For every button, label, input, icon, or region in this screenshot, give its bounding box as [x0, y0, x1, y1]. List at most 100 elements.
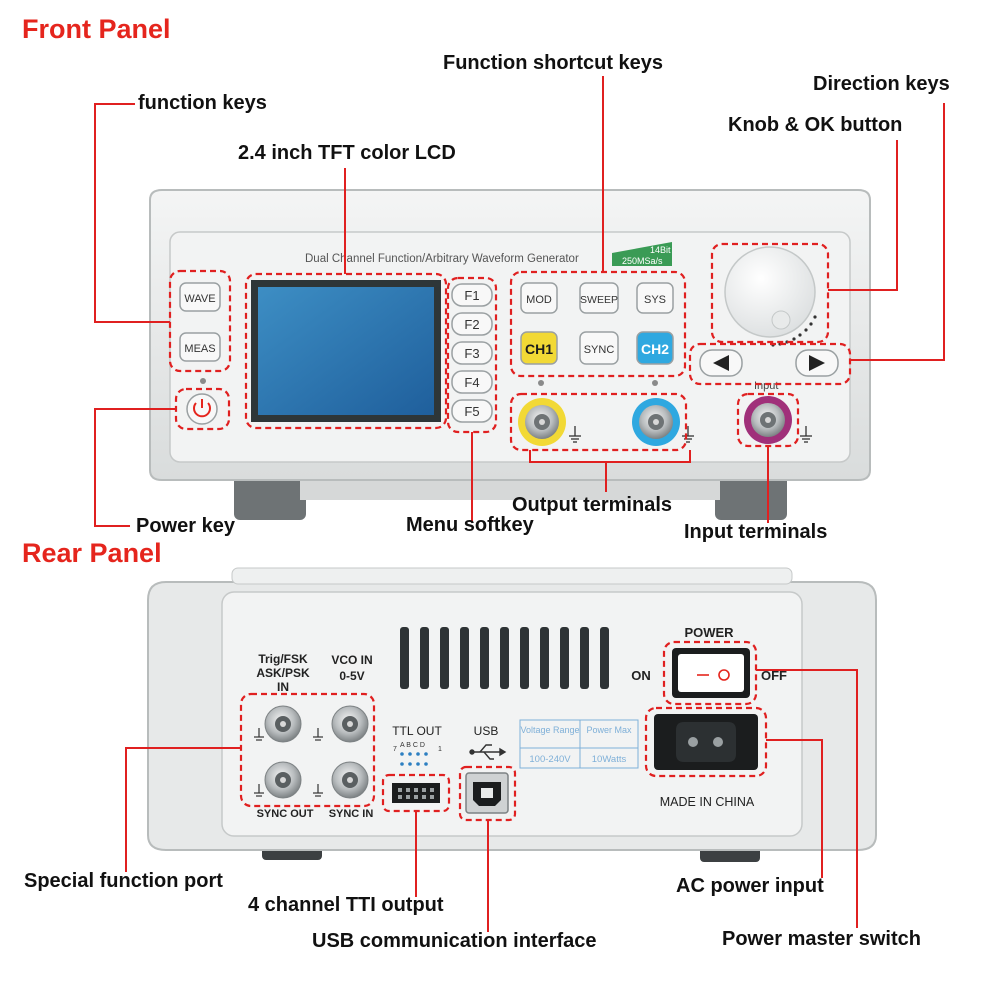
softkey-f4-button[interactable]: [451, 370, 493, 394]
ttl-output-callout: 4 channel TTI output: [248, 894, 444, 916]
meas-button[interactable]: [179, 332, 221, 362]
rear-vent-slots: [400, 627, 609, 689]
ttl-pin-dots: [400, 752, 428, 766]
softkey-f1-label: F1: [464, 288, 479, 303]
on-label: ON: [631, 668, 651, 683]
ch2-output-bnc[interactable]: [632, 398, 680, 446]
sync-in-bnc[interactable]: [331, 761, 369, 799]
ch2-led: [652, 380, 658, 386]
sweep-button[interactable]: [579, 282, 619, 314]
ch1-led: [538, 380, 544, 386]
direction-keys-callout: Direction keys: [813, 73, 950, 95]
wave-button[interactable]: [179, 282, 221, 312]
model-text: Dual Channel Function/Arbitrary Waveform…: [305, 253, 579, 265]
ttl-output-connector[interactable]: [392, 783, 440, 803]
vco-range-label: 0-5V: [339, 669, 364, 683]
ground-icon: [800, 426, 812, 443]
front-panel-heading: Front Panel: [22, 14, 171, 44]
softkey-f2-button[interactable]: [451, 312, 493, 336]
trig-fsk-bnc[interactable]: [264, 705, 302, 743]
power-button[interactable]: [186, 393, 218, 425]
power-indicator-led: [200, 378, 206, 384]
right-arrow-icon: [809, 355, 825, 371]
function-keys-callout: function keys: [138, 92, 267, 114]
ch2-button[interactable]: [636, 331, 674, 365]
ttl-pin-number-left: 7: [393, 746, 397, 753]
voltage-value: 100-240V: [529, 754, 571, 765]
lcd-screen: [258, 287, 434, 415]
wave-label: WAVE: [184, 293, 215, 305]
off-label: OFF: [761, 668, 787, 683]
ttl-pin-letters: A B C D: [400, 742, 425, 749]
voltage-range-label: Voltage Range: [520, 725, 579, 735]
made-in-label: MADE IN CHINA: [660, 795, 755, 809]
direction-keys-box: [688, 342, 852, 386]
front-leader-lines: [94, 76, 945, 527]
power-max-label: Power Max: [586, 725, 632, 735]
menu-softkey-callout: Menu softkey: [406, 514, 534, 536]
ch1-button[interactable]: [520, 331, 558, 365]
lcd-callout: 2.4 inch TFT color LCD: [238, 142, 456, 164]
badge-line1: 14Bit: [650, 245, 671, 255]
sync-button[interactable]: [579, 331, 619, 365]
knob-box: [710, 242, 830, 344]
usb-icon: [469, 744, 507, 760]
softkey-f3-label: F3: [464, 346, 479, 361]
mod-button[interactable]: [520, 282, 558, 314]
softkey-f5-label: F5: [464, 404, 479, 419]
power-value: 10Watts: [592, 754, 627, 765]
ground-icon: [569, 426, 581, 443]
usb-label: USB: [474, 724, 499, 738]
ground-icon: [254, 728, 323, 797]
trig-fsk-label: Trig/FSK: [258, 652, 308, 666]
sync-in-label: SYNC IN: [329, 808, 374, 820]
ch2-label: CH2: [641, 341, 669, 357]
sync-out-bnc[interactable]: [264, 761, 302, 799]
softkey-f4-label: F4: [464, 375, 479, 390]
vco-in-bnc[interactable]: [331, 705, 369, 743]
special-function-port-box: [239, 692, 376, 808]
front-callout-boxes: [168, 242, 852, 452]
softkey-f2-label: F2: [464, 317, 479, 332]
function-keys-box: [168, 269, 232, 373]
left-arrow-icon: [713, 355, 729, 371]
badge-line2: 250MSa/s: [622, 256, 663, 266]
special-function-port-callout: Special function port: [24, 870, 223, 892]
ac-inlet-box: [644, 706, 768, 778]
rear-device: Trig/FSK ASK/PSK IN VCO IN 0-5V SYNC OUT: [147, 567, 877, 862]
ttl-pin-number-right: 1: [438, 746, 442, 753]
sys-button[interactable]: [636, 282, 674, 314]
rear-panel-heading: Rear Panel: [22, 538, 162, 568]
sync-label: SYNC: [584, 344, 615, 356]
output-terminals-box: [509, 392, 688, 452]
softkey-f3-button[interactable]: [451, 341, 493, 365]
ch1-output-bnc[interactable]: [518, 398, 566, 446]
knob-grip: [771, 310, 791, 330]
vco-in-label: VCO IN: [331, 653, 372, 667]
ttl-out-label: TTL OUT: [392, 724, 442, 738]
power-max-text: Power Max: [586, 725, 632, 735]
rotary-knob[interactable]: [724, 246, 816, 338]
knob-ok-callout: Knob & OK button: [728, 114, 903, 136]
ask-psk-label: ASK/PSK: [256, 666, 310, 680]
sweep-label: SWEEP: [580, 294, 618, 306]
usb-port[interactable]: [465, 772, 509, 814]
power-spec-table: [519, 719, 639, 769]
ac-power-inlet[interactable]: [654, 714, 758, 770]
power-master-switch-callout: Power master switch: [722, 928, 921, 950]
front-device: Dual Channel Function/Arbitrary Waveform…: [149, 189, 871, 520]
power-master-switch[interactable]: [672, 648, 750, 698]
softkey-f1-button[interactable]: [451, 283, 493, 307]
softkey-box: [446, 276, 498, 434]
ac-power-input-callout: AC power input: [676, 875, 824, 897]
power-key-callout: Power key: [136, 515, 235, 537]
sync-out-label: SYNC OUT: [257, 808, 314, 820]
softkey-f5-button[interactable]: [451, 399, 493, 423]
input-label: Input: [754, 380, 778, 392]
shortcut-keys-box: [509, 270, 687, 378]
input-bnc[interactable]: [744, 396, 792, 444]
spec-badge: [612, 242, 672, 266]
rear-leader-lines: [125, 669, 858, 932]
